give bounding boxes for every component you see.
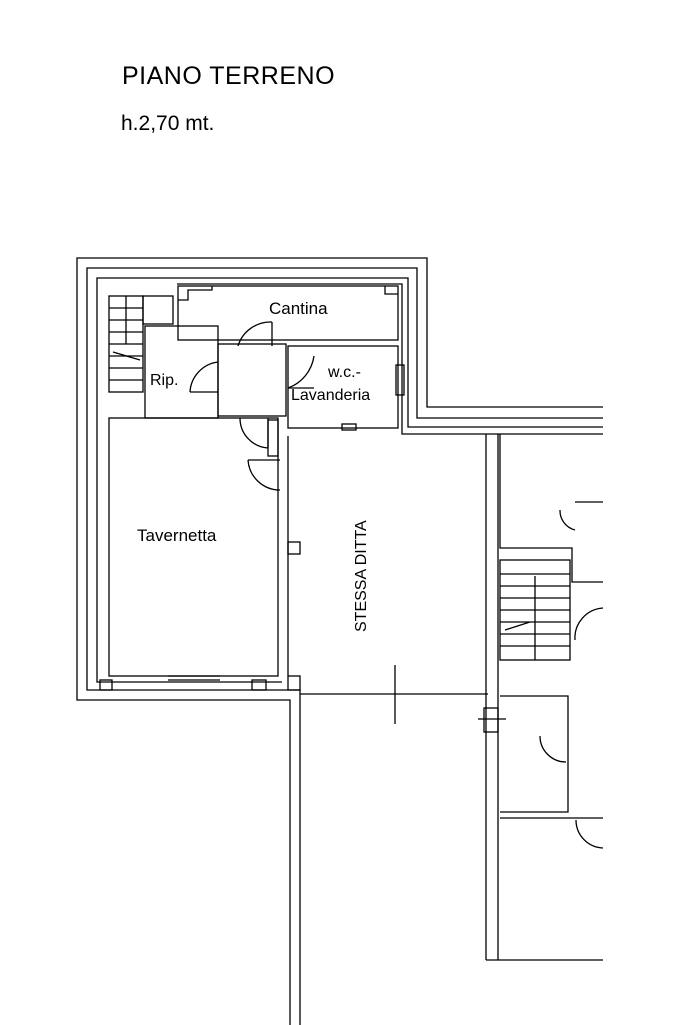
door-rip-arc	[189, 361, 219, 393]
right-door-2	[574, 607, 604, 641]
interior-wall-line-a	[96, 277, 603, 683]
column-1	[99, 679, 113, 691]
label-cantina: Cantina	[269, 299, 328, 318]
label-wc: w.c.-	[327, 364, 361, 381]
door-hall-arc	[239, 417, 269, 449]
door-taverna-arc	[247, 459, 281, 491]
pillar-mark	[483, 707, 499, 733]
cantina-wall-detail	[178, 286, 213, 301]
stessa-ditta-niche	[287, 541, 301, 555]
label-ripostiglio: Rip.	[150, 372, 178, 389]
door-cantina-arc	[237, 321, 273, 347]
label-stessa-ditta: STESSA DITTA	[353, 520, 370, 632]
plan-title: PIANO TERRENO	[122, 62, 336, 90]
right-room-1	[499, 434, 603, 583]
hallway	[217, 343, 287, 417]
label-tavernetta: Tavernetta	[137, 526, 217, 545]
stair-right	[499, 559, 571, 661]
ceiling-height-note: h.2,70 mt.	[121, 112, 215, 135]
outer-wall-outside	[76, 257, 603, 1025]
label-lavanderia: Lavanderia	[291, 387, 370, 404]
wc-notch	[341, 423, 357, 431]
right-door-3	[539, 735, 567, 763]
column-2	[251, 679, 267, 691]
right-room-2	[500, 695, 569, 813]
wc-lavanderia-room	[287, 345, 399, 429]
stair-left	[108, 295, 174, 393]
column-3	[287, 675, 301, 691]
door-jamb	[267, 419, 279, 457]
right-door-4	[575, 819, 604, 849]
wc-window	[395, 364, 405, 396]
cantina-wall-detail-2	[384, 286, 398, 295]
tavernetta-room	[108, 417, 279, 677]
cantina-room	[177, 285, 399, 341]
right-door-1	[559, 501, 603, 531]
door-wc-arc	[287, 355, 315, 389]
interior-wall-line-b	[177, 283, 603, 435]
